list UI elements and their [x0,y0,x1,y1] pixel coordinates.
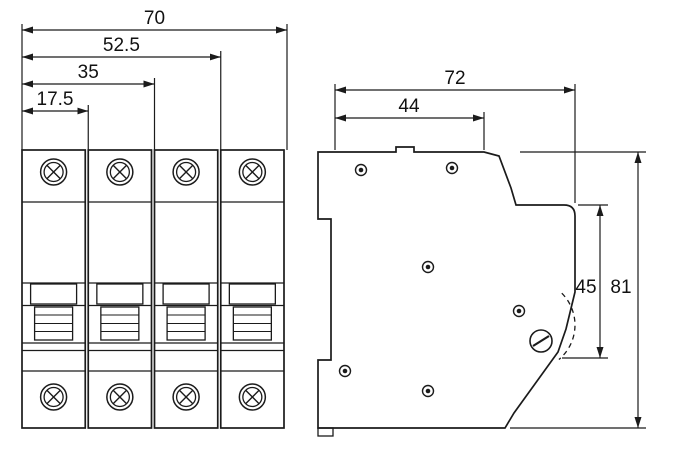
screw-slot [532,335,550,347]
terminal-screw [529,329,553,353]
side-view: 72 44 45 81 [317,68,646,437]
front-view-dimensions: 70 52.5 35 17.5 [21,8,288,150]
side-view-dimensions: 72 44 45 81 [334,68,646,429]
dimension-35: 35 [22,62,155,88]
rivet-bottom-left [338,364,352,378]
dim-72-label: 72 [444,68,465,89]
dimension-81: 81 [610,152,642,428]
front-view-body [22,150,284,428]
dim-35-label: 35 [78,62,99,83]
side-profile-outline [317,146,576,429]
breaker-pole-2 [88,150,151,428]
dimension-52-5: 52.5 [22,35,221,61]
breaker-pole-3 [155,150,218,428]
front-view: 70 52.5 35 17.5 [21,8,288,428]
rivet-mid-right [512,304,526,318]
dim-81-label: 81 [610,277,631,298]
dim-17-5-label: 17.5 [37,89,74,110]
rivet-top-right [445,161,459,175]
rivet-center [421,260,435,274]
side-view-body [317,146,576,437]
breaker-pole-4 [221,150,284,428]
toggle-sweep-dashed-arc [558,292,576,360]
dimension-45: 45 [575,205,604,358]
dim-45-label: 45 [575,277,596,298]
dim-52-5-label: 52.5 [103,35,140,56]
din-clip-tab [317,427,334,437]
rivet-bottom-center [421,384,435,398]
breaker-pole-1 [22,150,85,428]
dimension-72: 72 [335,68,575,94]
dim-70-label: 70 [144,8,165,29]
rivet-top-left [354,163,368,177]
dimension-17-5: 17.5 [22,89,89,115]
dimension-44: 44 [335,96,484,122]
dim-44-label: 44 [398,96,420,117]
dimension-70: 70 [22,8,287,34]
